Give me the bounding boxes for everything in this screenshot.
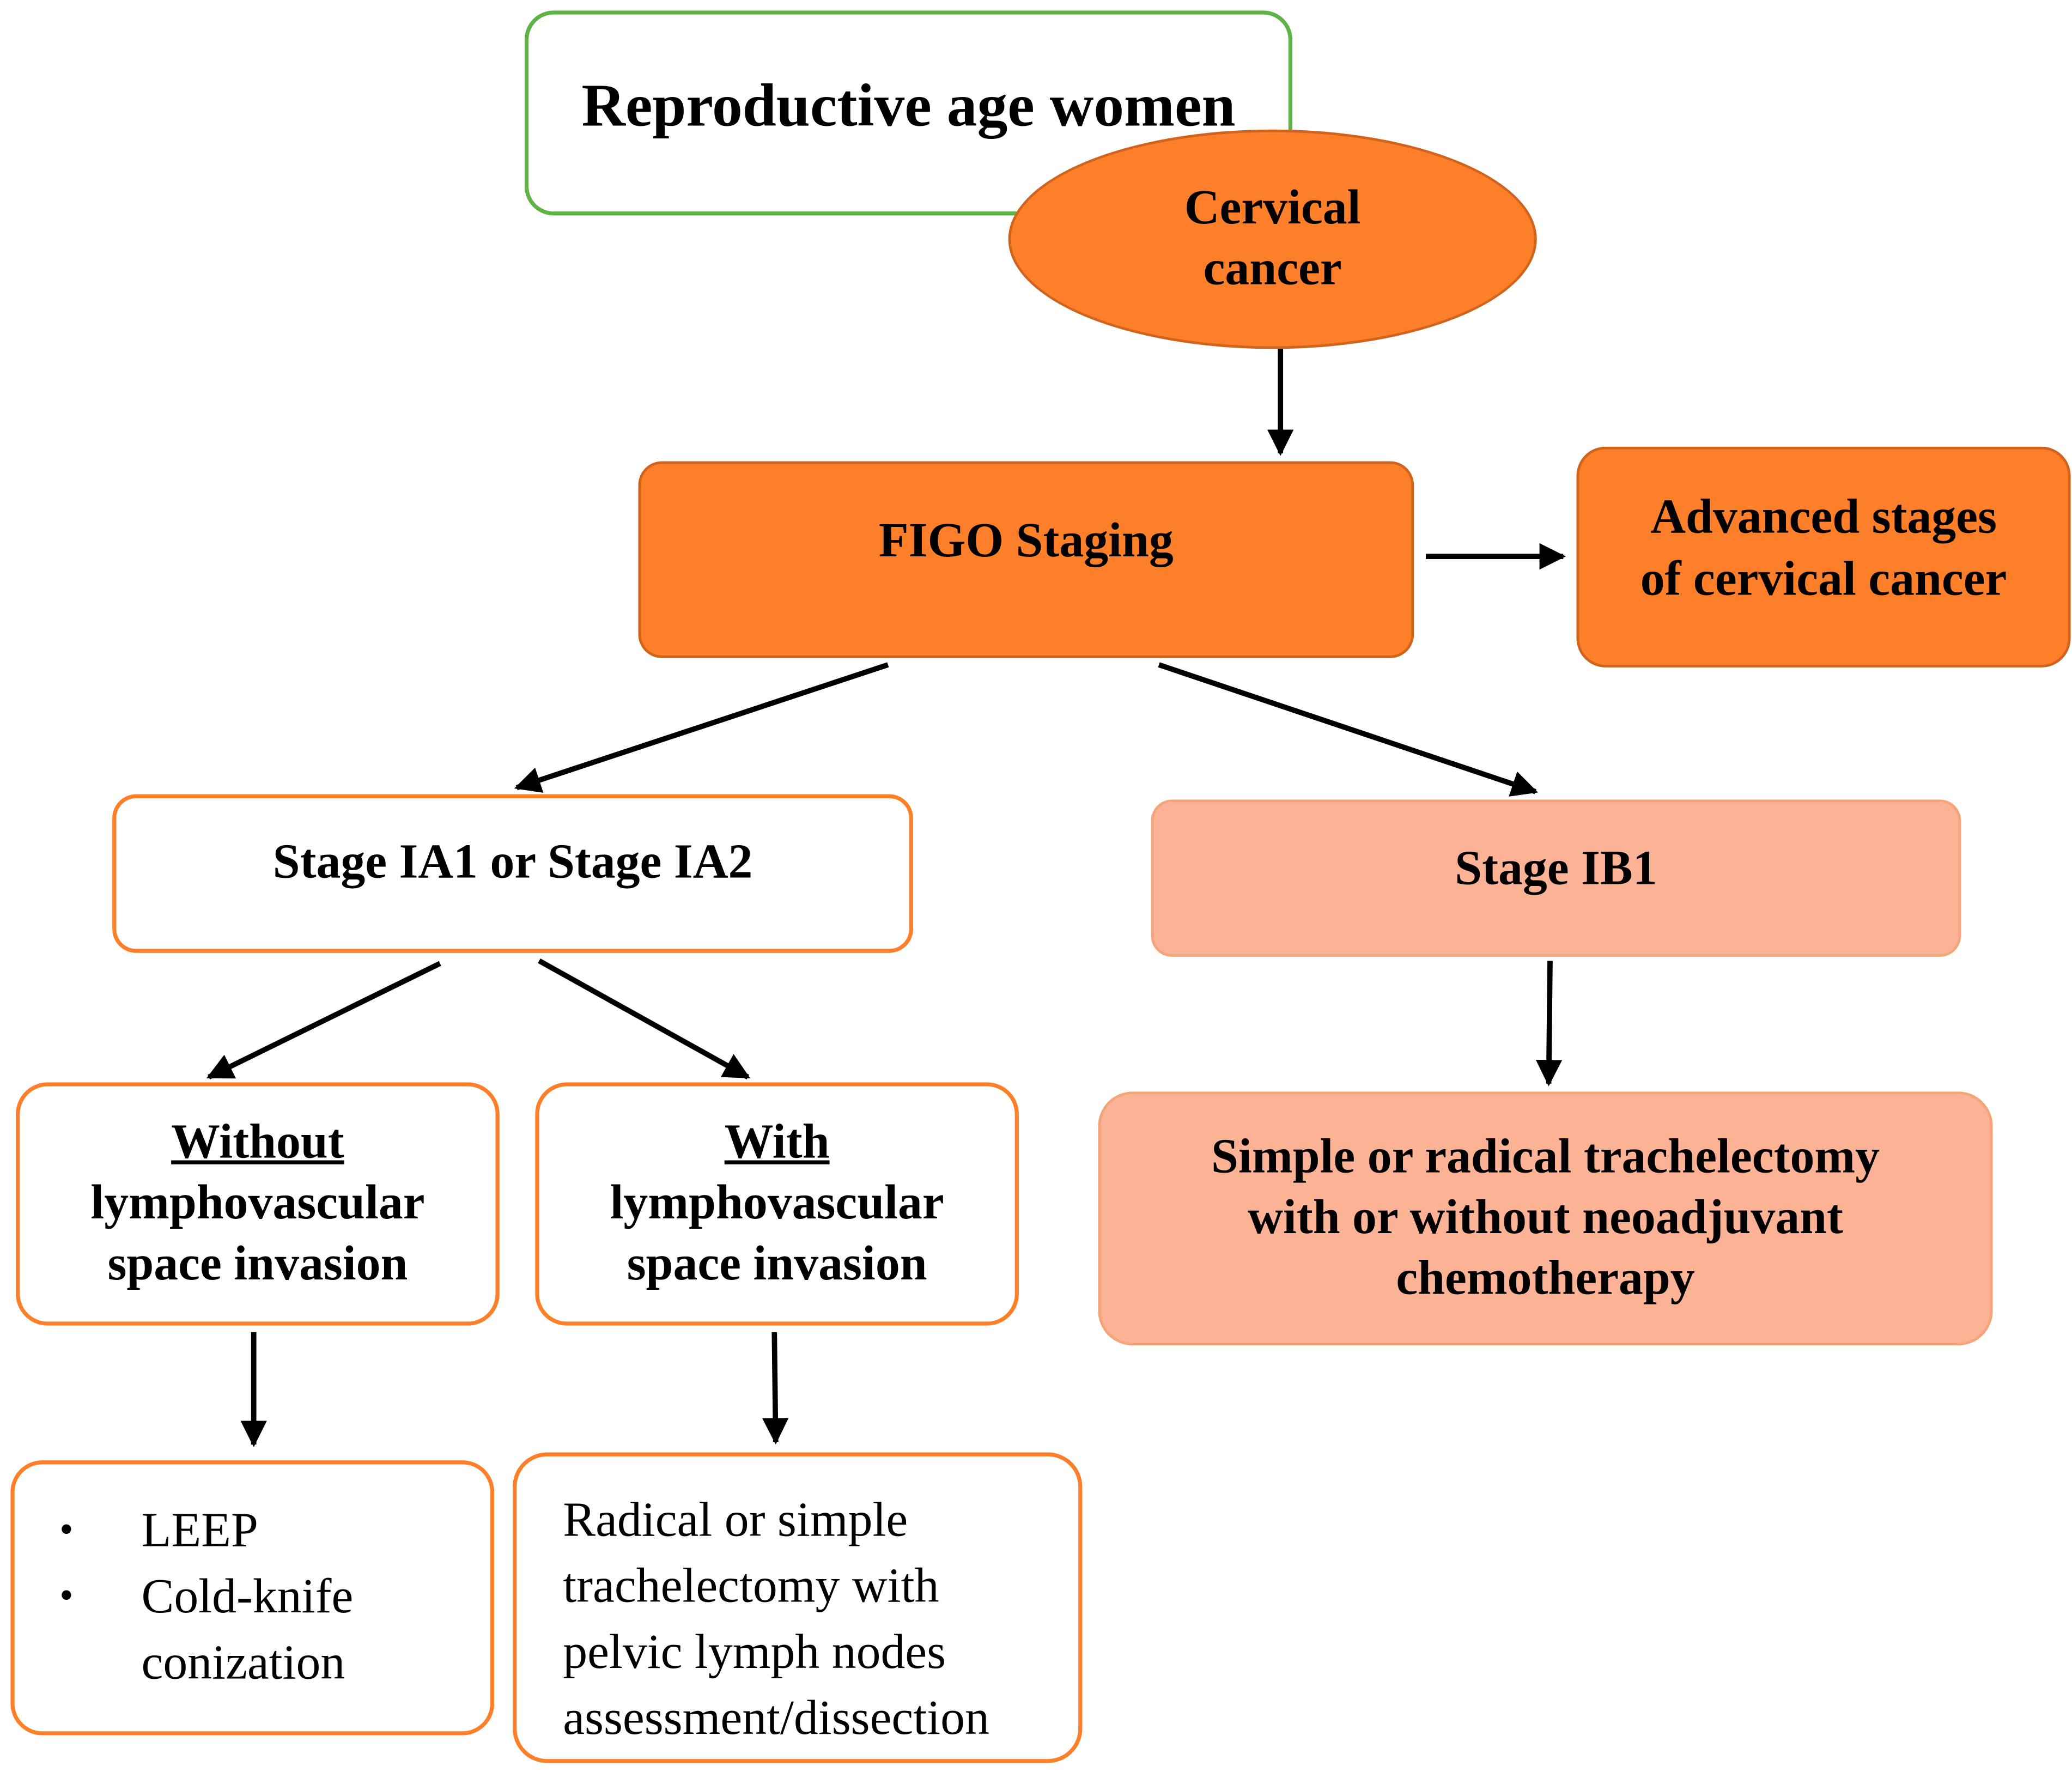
node-cervical-cancer-line-2: cancer <box>1203 241 1342 296</box>
node-with-lvsi-line-3: space invasion <box>627 1237 927 1291</box>
node-advanced-stages: Advanced stages of cervical cancer <box>1576 446 2071 667</box>
arrow-stage-ib1-to-trachelectomy <box>1535 961 1563 1087</box>
node-trachelectomy-line-2: with or without neoadjuvant <box>1248 1190 1843 1245</box>
list-item-cold-knife: • Cold-knife conization <box>59 1565 353 1697</box>
node-trachelectomy-line-3: chemotherapy <box>1396 1252 1695 1306</box>
node-reproductive-age-women-label: Reproductive age women <box>581 71 1236 139</box>
node-advanced-stages-line-2: of cervical cancer <box>1640 551 2007 606</box>
node-with-lvsi-line-2: lymphovascular <box>610 1176 944 1230</box>
node-without-lvsi: Without lymphovascular space invasion <box>16 1082 500 1326</box>
node-leep-conization: • LEEP • Cold-knife conization <box>10 1460 495 1735</box>
node-with-lvsi: With lymphovascular space invasion <box>535 1082 1019 1326</box>
node-cervical-cancer-line-1: Cervical <box>1184 180 1361 235</box>
node-radical-line-1: Radical or simple <box>563 1493 908 1548</box>
node-stage-ia1-ia2-label: Stage IA1 or Stage IA2 <box>272 835 753 890</box>
arrow-figo-to-stage-ia <box>514 662 889 793</box>
arrow-figo-to-stage-ib1 <box>1158 662 1538 797</box>
list-item-cold-knife-line-1: Cold-knife <box>141 1570 354 1624</box>
node-advanced-stages-line-1: Advanced stages <box>1650 490 1997 545</box>
list-item-cold-knife-label: Cold-knife conization <box>142 1565 354 1697</box>
node-without-lvsi-line-3: space invasion <box>107 1237 408 1291</box>
node-stage-ia1-ia2: Stage IA1 or Stage IA2 <box>112 794 913 953</box>
arrow-stage-ia-to-without <box>206 961 441 1080</box>
node-trachelectomy-chemotherapy: Simple or radical trachelectomy with or … <box>1098 1091 1993 1346</box>
node-figo-staging: FIGO Staging <box>638 461 1414 658</box>
bullet-icon: • <box>59 1508 74 1552</box>
node-radical-line-2: trachelectomy with <box>563 1559 939 1614</box>
node-without-lvsi-line-2: lymphovascular <box>90 1176 425 1230</box>
node-with-lvsi-line-1: With <box>724 1115 830 1169</box>
arrow-stage-ia-to-with <box>538 958 751 1079</box>
list-item-cold-knife-line-2: conization <box>141 1636 345 1690</box>
node-trachelectomy-line-1: Simple or radical trachelectomy <box>1211 1129 1880 1184</box>
node-cervical-cancer: Cervical cancer <box>1008 129 1537 349</box>
node-radical-line-4: assessment/dissection <box>563 1691 989 1746</box>
node-radical-line-3: pelvic lymph nodes <box>563 1625 946 1680</box>
node-without-lvsi-line-1: Without <box>171 1115 344 1169</box>
list-item-leep: • LEEP <box>59 1498 258 1564</box>
arrow-with-to-radical <box>762 1332 789 1445</box>
node-stage-ib1: Stage IB1 <box>1151 799 1961 957</box>
list-item-leep-label: LEEP <box>141 1504 258 1558</box>
node-figo-staging-label: FIGO Staging <box>878 514 1174 569</box>
bullet-icon: • <box>59 1574 74 1618</box>
node-radical-simple-trachelectomy: Radical or simple trachelectomy with pel… <box>513 1452 1083 1763</box>
node-stage-ib1-label: Stage IB1 <box>1455 841 1657 896</box>
